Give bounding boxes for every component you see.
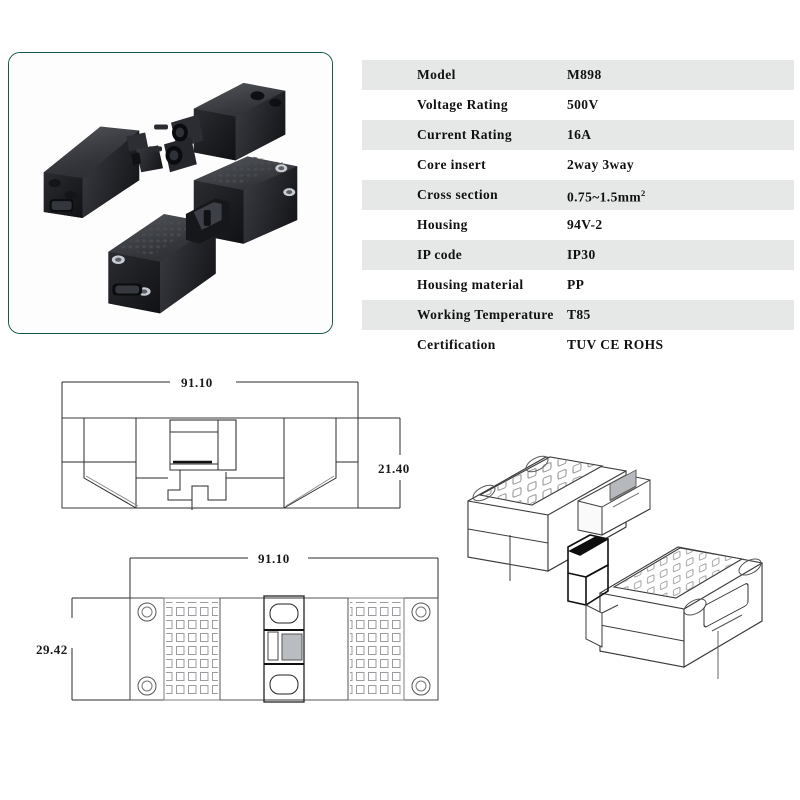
spec-value: T85 <box>567 307 591 322</box>
table-row: Housing 94V-2 <box>362 210 794 240</box>
plan-width-dimension: 29.42 <box>36 642 68 657</box>
spec-value: 2way 3way <box>567 157 634 172</box>
bottom-plan-drawing: 91.10 29.42 <box>30 540 470 720</box>
spec-value: 94V-2 <box>567 217 603 232</box>
table-row: Cross section 0.75~1.5mm2 <box>362 180 794 210</box>
table-row: Current Rating 16A <box>362 120 794 150</box>
table-row: Model M898 <box>362 60 794 90</box>
spec-value: PP <box>567 277 585 292</box>
side-length-dimension: 91.10 <box>181 375 213 390</box>
photo-connector-top-right <box>148 82 286 173</box>
plan-length-dimension: 91.10 <box>258 551 290 566</box>
spec-label: Certification <box>417 337 496 352</box>
spec-value: 0.75~1.5mm2 <box>567 178 646 213</box>
texture-grid-right <box>350 602 402 696</box>
spec-label: Housing <box>417 217 468 232</box>
spec-label: IP code <box>417 247 463 262</box>
connector-photo-illustration <box>9 53 332 333</box>
table-row: Voltage Rating 500V <box>362 90 794 120</box>
spec-label: Working Temperature <box>417 307 554 322</box>
spec-value: IP30 <box>567 247 596 262</box>
table-row: Housing material PP <box>362 270 794 300</box>
centre-shaded-block <box>281 633 303 661</box>
spec-label: Current Rating <box>417 127 512 142</box>
spec-value: 500V <box>567 97 599 112</box>
spec-value-superscript: 2 <box>641 187 646 198</box>
spec-value-text: 0.75~1.5mm <box>567 189 642 205</box>
specification-table: Model M898 Voltage Rating 500V Current R… <box>362 60 794 360</box>
spec-label: Model <box>417 67 456 82</box>
table-row: Core insert 2way 3way <box>362 150 794 180</box>
side-height-dimension: 21.40 <box>378 461 410 476</box>
spec-value: 16A <box>567 127 592 142</box>
spec-value: TUV CE ROHS <box>567 337 664 352</box>
texture-grid-left <box>166 602 218 696</box>
spec-value: M898 <box>567 67 602 82</box>
spec-label: Cross section <box>417 187 499 202</box>
product-photo <box>9 53 332 333</box>
spec-label: Housing material <box>417 277 524 292</box>
table-row: Working Temperature T85 <box>362 300 794 330</box>
iso-contact-block <box>609 469 637 501</box>
iso-latch <box>567 534 609 606</box>
photo-connector-left <box>43 126 164 218</box>
iso-rear-texture <box>482 458 600 504</box>
side-elevation-drawing: 91.10 21.40 <box>40 360 460 530</box>
table-row: Certification TUV CE ROHS <box>362 330 794 360</box>
table-row: IP code IP30 <box>362 240 794 270</box>
isometric-assembly-drawing <box>450 435 798 710</box>
iso-front-texture <box>616 549 740 597</box>
photo-connector-mated-pair <box>108 156 298 314</box>
product-photo-panel <box>8 52 333 334</box>
spec-label: Core insert <box>417 157 487 172</box>
spec-label: Voltage Rating <box>417 97 508 112</box>
